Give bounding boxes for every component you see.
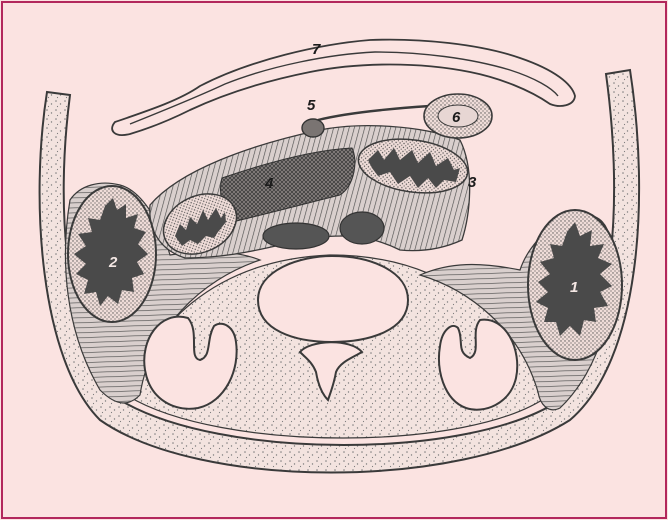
node-5 — [302, 119, 324, 137]
label-1: 1 — [570, 279, 578, 296]
label-2: 2 — [108, 254, 118, 271]
label-7: 7 — [312, 41, 321, 58]
label-4: 4 — [264, 175, 274, 192]
vessel-right — [340, 212, 384, 244]
label-5: 5 — [307, 97, 316, 114]
vessel-left — [263, 223, 329, 249]
vertebral-body — [258, 256, 408, 342]
right-renal-shape — [439, 320, 517, 410]
label-6: 6 — [452, 109, 461, 126]
label-3: 3 — [468, 174, 477, 191]
